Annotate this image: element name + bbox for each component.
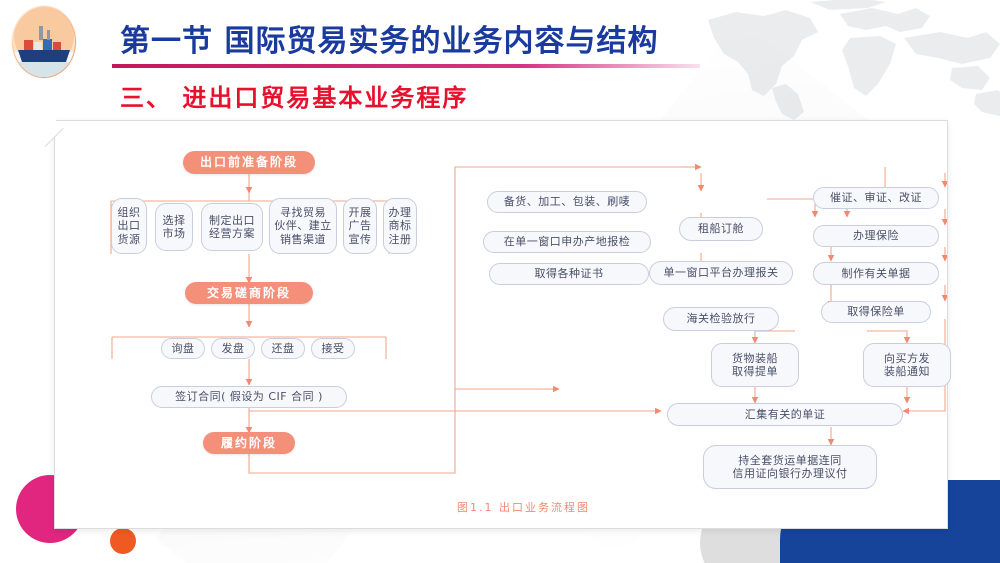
perf-box-8: 办理保险: [813, 225, 939, 247]
page-subtitle: 三、 进出口贸易基本业务程序: [120, 84, 469, 112]
prep-box-2: 选择 市场: [155, 203, 193, 251]
perf-box-12: 向买方发 装船通知: [863, 343, 951, 387]
contract-box: 签订合同( 假设为 CIF 合同 ): [151, 386, 347, 408]
negotiation-box-4: 接受: [311, 338, 355, 359]
perf-box-6: 海关检验放行: [663, 307, 779, 331]
title-underline: [112, 64, 700, 68]
perf-box-13: 汇集有关的单证: [667, 403, 903, 426]
perf-box-11: 货物装船 取得提单: [711, 343, 799, 387]
stage-label-export-prep: 出口前准备阶段: [183, 151, 315, 174]
prep-box-1: 组织 出口 货源: [111, 198, 147, 254]
prep-box-5: 开展 广告 宣传: [343, 198, 377, 254]
negotiation-box-3: 还盘: [261, 338, 305, 359]
perf-box-7: 催证、审证、改证: [813, 187, 939, 209]
perf-box-4: 租船订舱: [679, 217, 763, 241]
negotiation-box-1: 询盘: [161, 338, 205, 359]
negotiation-box-2: 发盘: [211, 338, 255, 359]
container-ship-photo-icon: [12, 6, 76, 78]
stage-label-negotiation: 交易磋商阶段: [185, 282, 313, 304]
perf-box-1: 备货、加工、包装、刷唛: [487, 191, 647, 213]
perf-box-2: 在单一窗口申办产地报检: [483, 231, 651, 253]
perf-box-5: 单一窗口平台办理报关: [649, 261, 793, 285]
stage-label-performance: 履约阶段: [203, 432, 295, 454]
flowchart-panel: 出口前准备阶段 组织 出口 货源 选择 市场 制定出口 经营方案 寻找贸易 伙伴…: [54, 120, 951, 529]
decor-circle-orange: [110, 528, 136, 554]
prep-box-6: 办理 商标 注册: [383, 198, 417, 254]
page-title: 第一节 国际贸易实务的业务内容与结构: [120, 24, 659, 59]
perf-box-3: 取得各种证书: [489, 263, 649, 285]
prep-box-4: 寻找贸易 伙伴、建立 销售渠道: [269, 198, 337, 254]
perf-box-10: 取得保险单: [821, 301, 931, 323]
flowchart: 出口前准备阶段 组织 出口 货源 选择 市场 制定出口 经营方案 寻找贸易 伙伴…: [55, 121, 951, 528]
perf-box-9: 制作有关单据: [813, 262, 939, 285]
prep-box-3: 制定出口 经营方案: [201, 203, 263, 251]
figure-caption: 图1.1 出口业务流程图: [457, 501, 590, 514]
perf-box-14: 持全套货运单据连同 信用证向银行办理议付: [703, 445, 877, 489]
world-map-watermark: [708, 0, 1000, 120]
